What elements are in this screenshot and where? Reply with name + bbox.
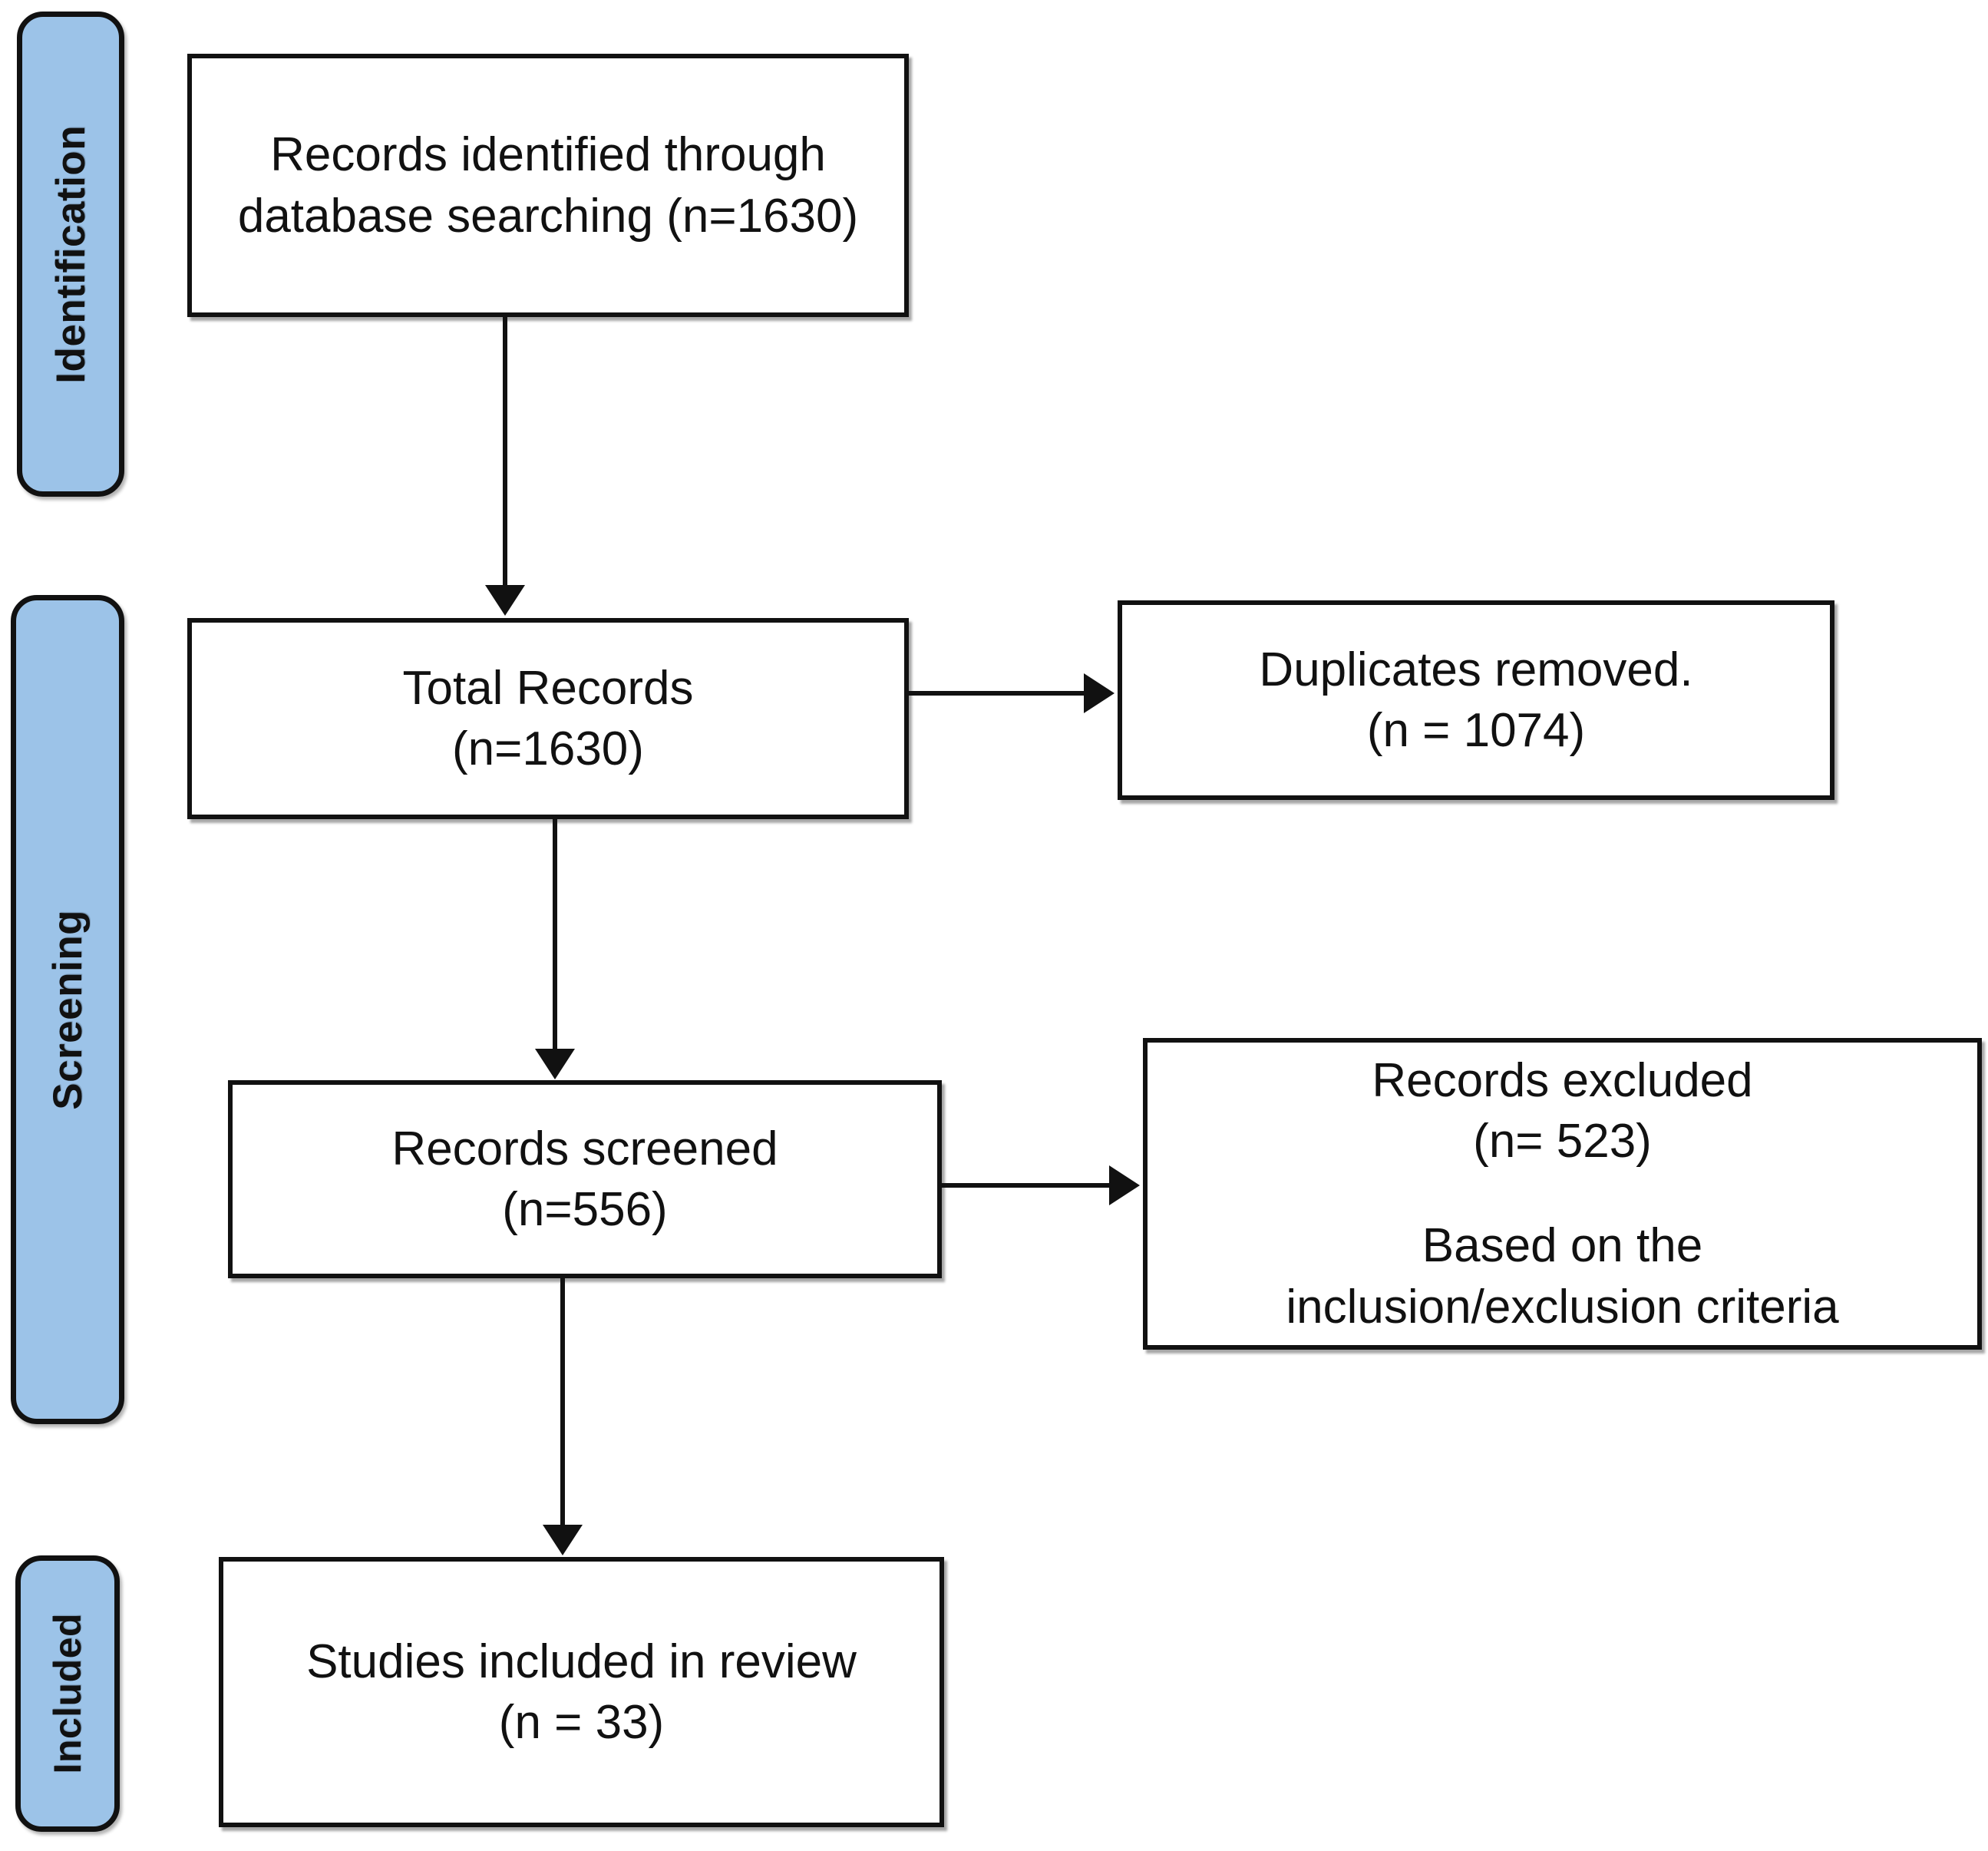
connector-total-to-screened bbox=[553, 819, 557, 1057]
arrowhead-screened-to-included bbox=[543, 1525, 583, 1555]
box-duplicates-removed: Duplicates removed. (n = 1074) bbox=[1118, 600, 1834, 800]
box-records-excluded-line3: Based on the bbox=[1422, 1219, 1703, 1273]
box-total-records-line2: (n=1630) bbox=[452, 722, 644, 775]
box-records-screened: Records screened (n=556) bbox=[228, 1080, 942, 1278]
stage-label-included: Included bbox=[46, 1613, 89, 1774]
arrowhead-screened-to-excluded bbox=[1109, 1165, 1140, 1205]
box-records-excluded-line1: Records excluded bbox=[1372, 1054, 1753, 1107]
connector-identified-to-total bbox=[503, 317, 507, 587]
stage-pill-identification: Identification bbox=[17, 12, 124, 497]
box-duplicates-removed-line2: (n = 1074) bbox=[1366, 704, 1586, 757]
box-total-records: Total Records (n=1630) bbox=[187, 618, 909, 819]
box-records-excluded-line4: inclusion/exclusion criteria bbox=[1286, 1280, 1839, 1334]
box-studies-included: Studies included in review (n = 33) bbox=[219, 1557, 944, 1827]
box-records-identified-line1: Records identified through bbox=[270, 128, 826, 182]
box-records-excluded-line2: (n= 523) bbox=[1473, 1115, 1652, 1168]
box-studies-included-line2: (n = 33) bbox=[498, 1696, 665, 1749]
arrowhead-total-to-duplicates bbox=[1084, 673, 1115, 713]
connector-screened-to-included bbox=[560, 1278, 565, 1532]
arrowhead-total-to-screened bbox=[535, 1049, 575, 1079]
box-studies-included-line1: Studies included in review bbox=[306, 1634, 857, 1688]
connector-total-to-duplicates bbox=[909, 691, 1087, 696]
arrowhead-identified-to-total bbox=[485, 585, 525, 616]
box-records-identified-line2: database searching (n=1630) bbox=[237, 189, 859, 243]
stage-pill-screening: Screening bbox=[11, 595, 124, 1424]
box-records-identified: Records identified through database sear… bbox=[187, 54, 909, 317]
box-total-records-line1: Total Records bbox=[402, 661, 694, 715]
stage-label-screening: Screening bbox=[45, 909, 91, 1110]
box-duplicates-removed-line1: Duplicates removed. bbox=[1259, 643, 1693, 696]
box-records-screened-line1: Records screened bbox=[391, 1122, 778, 1175]
box-records-screened-line2: (n=556) bbox=[502, 1183, 668, 1236]
box-records-excluded: Records excluded (n= 523) Based on the i… bbox=[1143, 1038, 1982, 1350]
connector-screened-to-excluded bbox=[942, 1183, 1112, 1188]
stage-label-identification: Identification bbox=[48, 124, 94, 384]
stage-pill-included: Included bbox=[15, 1555, 120, 1832]
